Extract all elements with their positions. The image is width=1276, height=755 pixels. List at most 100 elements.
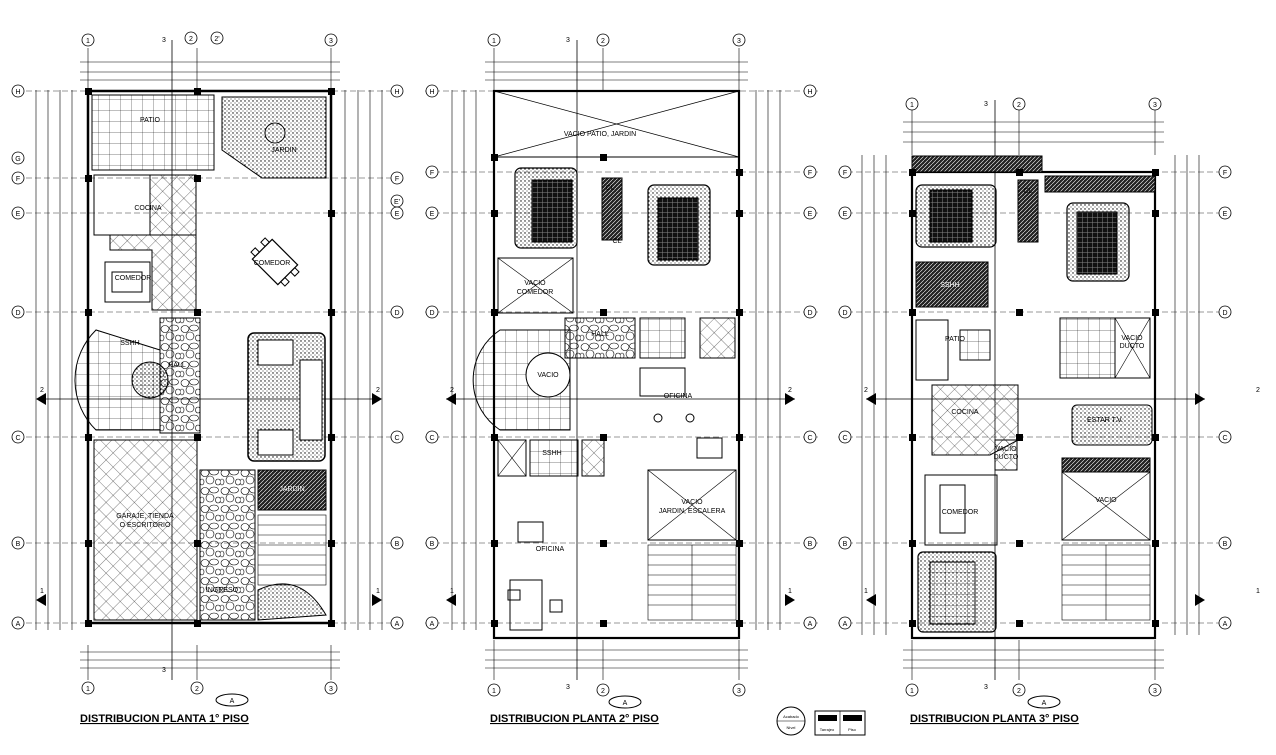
axis-label: E bbox=[1223, 211, 1228, 218]
room-label: DUCTO bbox=[994, 454, 1019, 461]
plan-title: DISTRIBUCION PLANTA 1° PISO bbox=[80, 713, 249, 725]
axis-label: B bbox=[843, 541, 848, 548]
room-label: VACIO bbox=[1121, 335, 1143, 342]
axis-label: 1 bbox=[86, 38, 90, 45]
axis-label: 2 bbox=[788, 387, 792, 394]
axis-label: F bbox=[430, 170, 434, 177]
axis-label: 3 bbox=[1153, 688, 1157, 695]
axis-label: 2 bbox=[1017, 102, 1021, 109]
legend-box-1: Tarrajeo bbox=[820, 727, 835, 732]
axis-label: 1 bbox=[86, 686, 90, 693]
axis-label: F bbox=[843, 170, 847, 177]
room-label: GARAJE, TIENDA bbox=[116, 513, 174, 520]
legend-symbol-bottom: Nivel bbox=[787, 725, 796, 730]
axis-label: G bbox=[15, 156, 20, 163]
room-label: SSHH bbox=[940, 282, 959, 289]
room-label: COCINA bbox=[134, 205, 162, 212]
axis-label: F bbox=[395, 176, 399, 183]
axis-label: 3 bbox=[566, 37, 570, 44]
plan-title: DISTRIBUCION PLANTA 3° PISO bbox=[910, 713, 1079, 725]
room-label: VACIO bbox=[537, 372, 559, 379]
axis-label: F bbox=[16, 176, 20, 183]
axis-label: D bbox=[394, 310, 399, 317]
room-label: ESTAR T.V. bbox=[1087, 417, 1123, 424]
axis-label: 1 bbox=[450, 588, 454, 595]
axis-label: B bbox=[808, 541, 813, 548]
room-label: VACIO PATIO, JARDIN bbox=[564, 131, 636, 138]
axis-label: 1 bbox=[788, 588, 792, 595]
axis-label: C bbox=[807, 435, 812, 442]
room-label: HALL bbox=[168, 362, 186, 369]
room-label: COMEDOR bbox=[115, 275, 152, 282]
axis-label: B bbox=[16, 541, 21, 548]
axis-label: E' bbox=[394, 199, 400, 206]
room-label: CL bbox=[606, 185, 615, 192]
axis-label: 3 bbox=[1153, 102, 1157, 109]
room-label: PATIO bbox=[945, 336, 966, 343]
axis-label: H bbox=[807, 89, 812, 96]
axis-label: D bbox=[842, 310, 847, 317]
axis-label: F bbox=[1223, 170, 1227, 177]
plan-2: A 1 3 2 3 1 3 2 3 H F E D 2 C B 1 A H F … bbox=[425, 33, 818, 725]
room-label: VACIO bbox=[681, 499, 703, 506]
plan-3: A 1 3 2 3 1 3 2 3 F E D 2 C B 1 A F E D … bbox=[838, 97, 1260, 725]
axis-label: C bbox=[842, 435, 847, 442]
axis-label: 1 bbox=[492, 688, 496, 695]
axis-label: A bbox=[430, 621, 435, 628]
svg-text:A: A bbox=[230, 698, 235, 705]
axis-label: E bbox=[430, 211, 435, 218]
legend-box-2: Piso bbox=[848, 727, 857, 732]
room-label: DUCTO bbox=[1120, 343, 1145, 350]
axis-label: B bbox=[430, 541, 435, 548]
axis-label: E bbox=[16, 211, 21, 218]
axis-label: 3 bbox=[162, 37, 166, 44]
plan-title: DISTRIBUCION PLANTA 2° PISO bbox=[490, 713, 659, 725]
axis-label: 2 bbox=[189, 36, 193, 43]
room-label: O ESCRITORIO bbox=[120, 522, 171, 529]
axis-label: C bbox=[1222, 435, 1227, 442]
axis-label: 2 bbox=[1017, 688, 1021, 695]
room-label: JARDIN bbox=[279, 486, 304, 493]
plan-1: A 1 3 2 2' 3 1 3 2 3 H G F E D 2 C B 1 A… bbox=[11, 31, 404, 725]
room-label: OFICINA bbox=[536, 546, 565, 553]
axis-label: 1 bbox=[40, 588, 44, 595]
axis-label: 3 bbox=[566, 684, 570, 691]
axis-label: F bbox=[808, 170, 812, 177]
room-label: COCINA bbox=[951, 409, 979, 416]
room-label: INGRESO bbox=[206, 587, 239, 594]
room-label: HALL bbox=[591, 331, 609, 338]
axis-label: 3 bbox=[984, 684, 988, 691]
legend: Acabado Nivel Tarrajeo Piso bbox=[776, 706, 866, 736]
axis-label: A bbox=[1223, 621, 1228, 628]
axis-label: E bbox=[843, 211, 848, 218]
room-label: COMEDOR bbox=[942, 509, 979, 516]
room-label: JARDIN bbox=[271, 147, 296, 154]
section-mark: A bbox=[608, 695, 642, 709]
svg-text:A: A bbox=[623, 700, 628, 707]
axis-label: 1 bbox=[910, 102, 914, 109]
axis-label: D bbox=[15, 310, 20, 317]
axis-label: 1 bbox=[1256, 588, 1260, 595]
axis-label: D bbox=[807, 310, 812, 317]
room-label: VACIO bbox=[1095, 497, 1117, 504]
axis-label: 2 bbox=[450, 387, 454, 394]
room-label: CL bbox=[613, 238, 622, 245]
axis-label: E bbox=[808, 211, 813, 218]
room-label: CL bbox=[1024, 188, 1033, 195]
axis-label: A bbox=[16, 621, 21, 628]
svg-text:A: A bbox=[1042, 700, 1047, 707]
axis-label: 3 bbox=[737, 688, 741, 695]
axis-label: 2 bbox=[195, 686, 199, 693]
axis-label: D bbox=[1222, 310, 1227, 317]
axis-label: D bbox=[429, 310, 434, 317]
axis-label: 3 bbox=[737, 38, 741, 45]
room-label: COMEDOR bbox=[517, 289, 554, 296]
axis-label: 2 bbox=[40, 387, 44, 394]
section-mark: A bbox=[1027, 695, 1061, 709]
axis-label: A bbox=[808, 621, 813, 628]
axis-label: 1 bbox=[492, 38, 496, 45]
legend-symbol-top: Acabado bbox=[783, 714, 800, 719]
room-label: VACIO bbox=[995, 446, 1017, 453]
room-label: SSHH bbox=[120, 340, 139, 347]
axis-label: 2 bbox=[864, 387, 868, 394]
